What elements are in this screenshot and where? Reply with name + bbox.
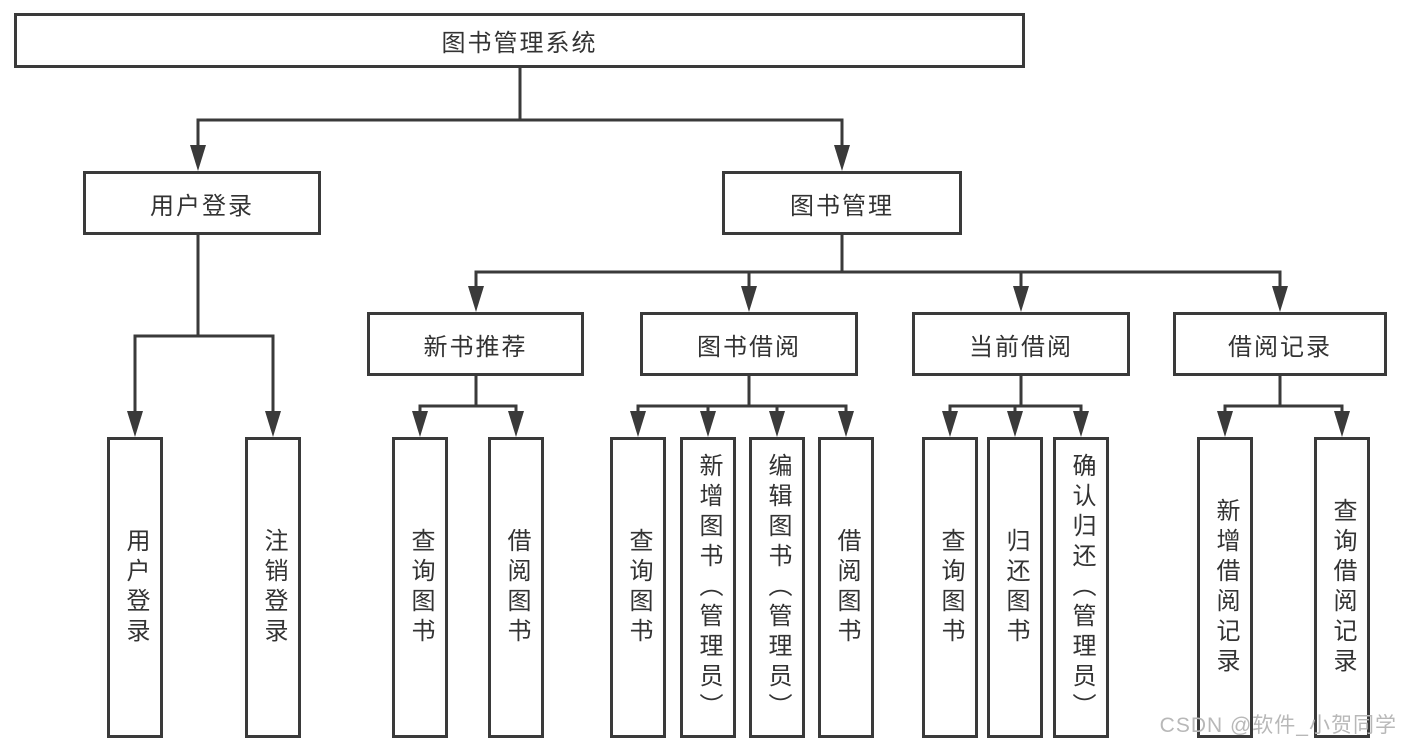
leaf-current-query-books: 查询图书 (922, 437, 978, 738)
node-borrow-records: 借阅记录 (1173, 312, 1387, 376)
leaf-add-borrow-record: 新增借阅记录 (1197, 437, 1253, 738)
node-label: 图书管理系统 (441, 30, 598, 57)
node-label: 查询图书 (937, 527, 964, 648)
node-label: 图书管理 (790, 192, 894, 220)
node-label: 用户登录 (150, 192, 254, 220)
node-label: 借阅图书 (503, 527, 530, 648)
node-current-borrow: 当前借阅 (912, 312, 1130, 376)
node-label: 归还图书 (1002, 527, 1029, 648)
node-book-management: 图书管理 (722, 171, 962, 235)
leaf-user-login: 用户登录 (107, 437, 163, 738)
node-label: 借阅图书 (833, 527, 860, 648)
leaf-query-borrow-record: 查询借阅记录 (1314, 437, 1370, 738)
node-label: 查询图书 (625, 527, 652, 648)
leaf-confirm-return-admin: 确认归还（管理员） (1053, 437, 1109, 738)
node-label: 查询图书 (407, 527, 434, 648)
node-label: 注销登录 (260, 527, 287, 648)
leaf-logout: 注销登录 (245, 437, 301, 738)
node-new-book-recommend: 新书推荐 (367, 312, 584, 376)
node-label: 当前借阅 (969, 333, 1073, 361)
csdn-watermark: CSDN @软件_小贺同学 (1159, 714, 1397, 737)
node-label: 编辑图书（管理员） (764, 452, 791, 723)
leaf-edit-books-admin: 编辑图书（管理员） (749, 437, 805, 738)
node-library-management-system: 图书管理系统 (14, 13, 1025, 68)
node-user-login: 用户登录 (83, 171, 321, 235)
node-label: 新增图书（管理员） (695, 452, 722, 723)
node-label: 新书推荐 (423, 333, 528, 361)
node-label: 确认归还（管理员） (1068, 452, 1095, 723)
node-label: 用户登录 (122, 527, 149, 648)
node-label: 查询借阅记录 (1329, 497, 1356, 678)
node-label: 新增借阅记录 (1212, 497, 1239, 678)
leaf-recommend-borrow-books: 借阅图书 (488, 437, 544, 738)
node-book-borrow: 图书借阅 (640, 312, 858, 376)
node-label: 借阅记录 (1228, 333, 1332, 361)
leaf-borrow-books: 借阅图书 (818, 437, 874, 738)
node-label: 图书借阅 (697, 333, 801, 361)
leaf-return-books: 归还图书 (987, 437, 1043, 738)
leaf-borrow-query-books: 查询图书 (610, 437, 666, 738)
leaf-recommend-query-books: 查询图书 (392, 437, 448, 738)
leaf-add-books-admin: 新增图书（管理员） (680, 437, 736, 738)
